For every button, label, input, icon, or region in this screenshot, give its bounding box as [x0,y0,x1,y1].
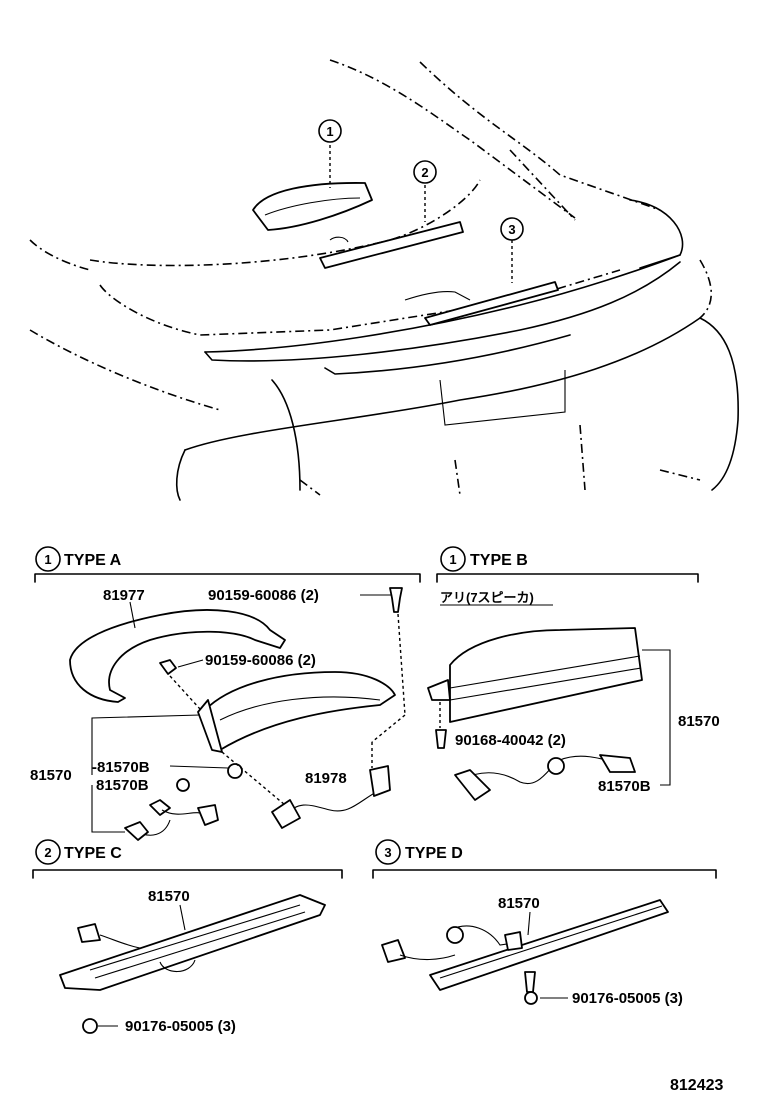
label-d-81570: 81570 [498,895,540,912]
label-a-81570: 81570 [30,767,72,784]
label-b-81570: 81570 [678,713,720,730]
type-a-title: TYPE A [64,552,122,569]
label-b-81570b: 81570B [598,778,651,795]
type-b-title: TYPE B [470,552,528,569]
label-bolt-top: 90159-60086 (2) [208,587,319,604]
type-a-section: 1 TYPE A 81977 90159-60086 (2) 90159-600… [30,546,421,841]
callout-1: 1 [326,124,333,139]
type-d-title: TYPE D [405,845,463,862]
type-d-marker: 3 [384,845,391,860]
type-b-section: 1 TYPE B アリ(7スピーカ) 90168-40042 (2) 81570… [427,546,720,801]
type-b-note: アリ(7スピーカ) [440,590,534,605]
type-c-title: TYPE C [64,845,122,862]
type-d-section: 3 TYPE D 81570 90176-05005 (3) [372,839,717,1007]
type-c-marker: 2 [44,845,51,860]
type-c-section: 2 TYPE C 81570 90176-05005 (3) [32,839,343,1035]
label-81978: 81978 [305,770,347,787]
label-a-81570b-2: 81570B [96,777,149,794]
callout-2: 2 [421,165,428,180]
label-d-clip: 90176-05005 (3) [572,990,683,1007]
label-81977: 81977 [103,587,145,604]
figure-number: 812423 [670,1077,723,1094]
callout-3: 3 [508,222,515,237]
label-a-81570b-1: -81570B [92,759,150,776]
label-b-screw: 90168-40042 (2) [455,732,566,749]
label-c-clip: 90176-05005 (3) [125,1018,236,1035]
type-a-marker: 1 [44,552,51,567]
car-rear-overview: 1 2 3 [29,59,739,501]
type-b-marker: 1 [449,552,456,567]
label-bolt-mid: 90159-60086 (2) [205,652,316,669]
label-c-81570: 81570 [148,888,190,905]
